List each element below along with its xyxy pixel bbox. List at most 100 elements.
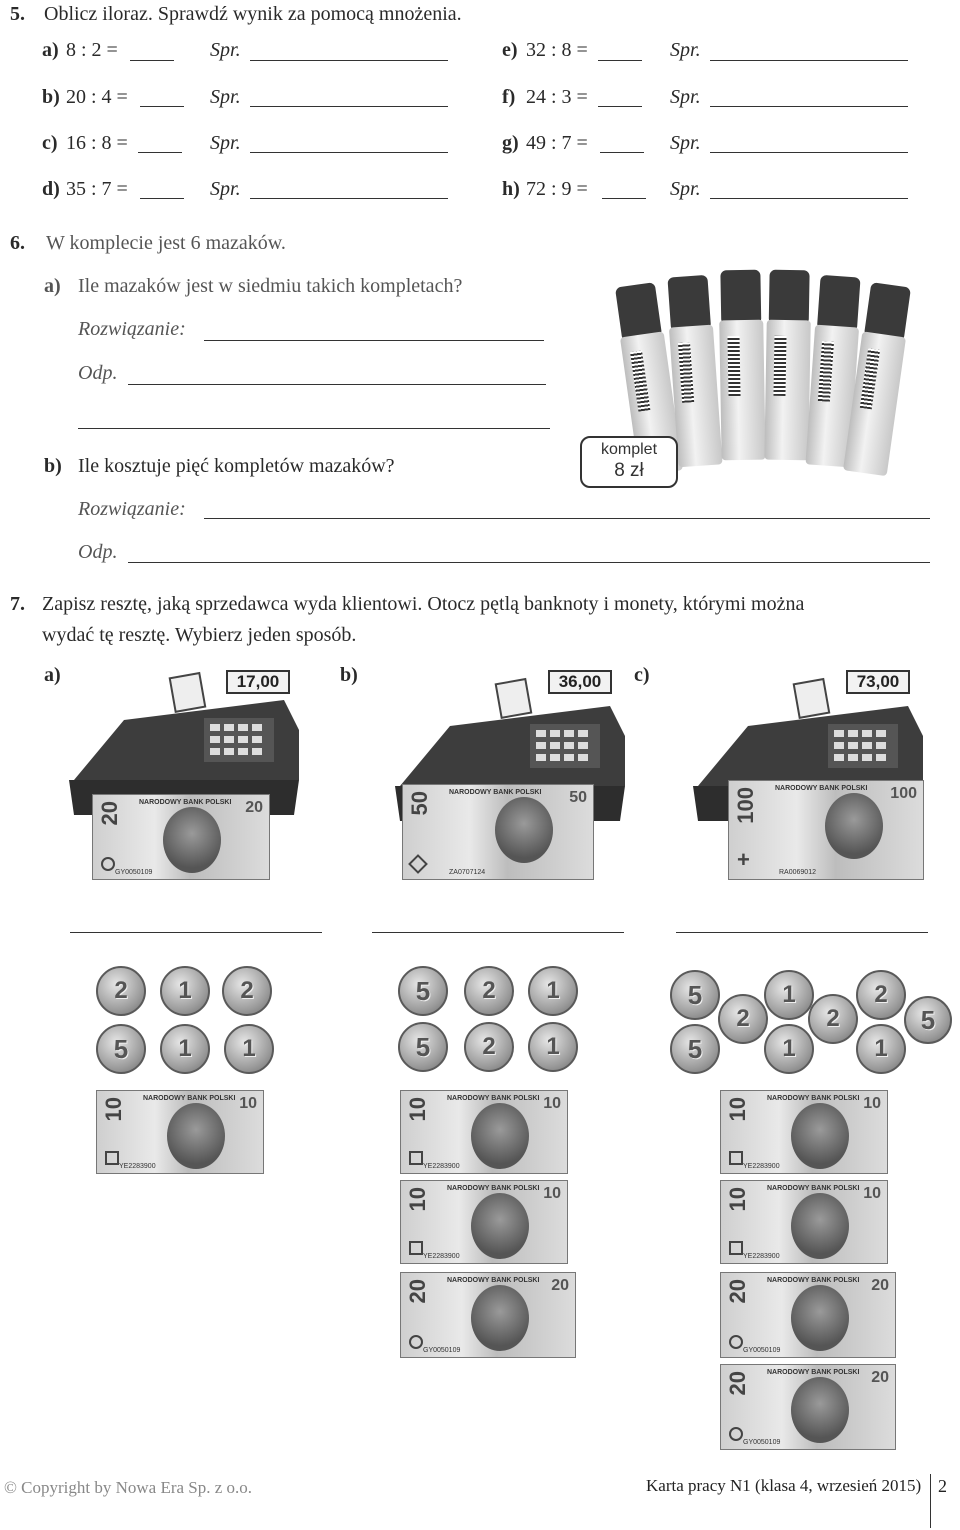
answer-line-continued[interactable]	[78, 428, 550, 429]
banknote[interactable]: 10 10 NARODOWY BANK POLSKI YE2283900	[720, 1090, 888, 1174]
banknote-square-mark	[729, 1241, 743, 1255]
register-display-a: 17,00	[226, 670, 290, 694]
bank-name: NARODOWY BANK POLSKI	[767, 1185, 860, 1192]
banknote-serial: ZA0707124	[449, 869, 486, 876]
check-line[interactable]	[250, 198, 448, 199]
change-answer-line-c[interactable]	[676, 932, 928, 933]
bank-name: NARODOWY BANK POLSKI	[143, 1095, 236, 1102]
answer-line[interactable]	[602, 198, 646, 199]
coin[interactable]: 2	[718, 994, 768, 1044]
change-answer-line-b[interactable]	[372, 932, 624, 933]
solution-line[interactable]	[204, 340, 544, 341]
banknote[interactable]: 10 10 NARODOWY BANK POLSKI YE2283900	[720, 1180, 888, 1264]
banknote[interactable]: 10 10 NARODOWY BANK POLSKI YE2283900	[400, 1090, 568, 1174]
answer-line[interactable]	[128, 562, 930, 563]
banknote-value: 20	[725, 1279, 750, 1304]
paid-banknote-b: 50 50 NARODOWY BANK POLSKI ZA0707124	[402, 784, 594, 880]
coin[interactable]: 2	[464, 1022, 514, 1072]
register-display-c: 73,00	[846, 670, 910, 694]
coin[interactable]: 5	[670, 970, 720, 1020]
item-label: h)	[502, 178, 520, 200]
exercise-7-instruction-line1: Zapisz resztę, jaką sprzedawca wyda klie…	[42, 593, 805, 615]
coin[interactable]: 2	[464, 966, 514, 1016]
banknote[interactable]: 20 20 NARODOWY BANK POLSKI GY0050109	[400, 1272, 576, 1358]
answer-line[interactable]	[140, 106, 184, 107]
banknote[interactable]: 20 20 NARODOWY BANK POLSKI GY0050109	[720, 1272, 896, 1358]
coin[interactable]: 2	[808, 994, 858, 1044]
check-line[interactable]	[710, 198, 908, 199]
exercise-7-number: 7.	[10, 593, 25, 615]
banknote-circle-mark	[729, 1427, 743, 1441]
coin[interactable]: 1	[528, 1022, 578, 1072]
check-line[interactable]	[250, 60, 448, 61]
answer-label: Odp.	[78, 362, 118, 384]
item-label: d)	[42, 178, 60, 200]
coin[interactable]: 1	[764, 1024, 814, 1074]
answer-line[interactable]	[598, 106, 642, 107]
price-tag-title: komplet	[600, 441, 658, 458]
banknote-serial: YE2283900	[423, 1253, 460, 1260]
exercise-6a-label: a)	[44, 275, 61, 297]
marker-image	[764, 269, 811, 461]
exercise-6-number: 6.	[10, 232, 25, 254]
banknote-value: 100	[890, 785, 917, 802]
coin[interactable]: 5	[670, 1024, 720, 1074]
banknote-serial: GY0050109	[743, 1439, 781, 1446]
coin[interactable]: 1	[224, 1024, 274, 1074]
coin[interactable]: 2	[96, 966, 146, 1016]
change-answer-line-a[interactable]	[70, 932, 322, 933]
coin[interactable]: 5	[398, 966, 448, 1016]
banknote-value: 10	[725, 1187, 750, 1212]
coin[interactable]: 1	[160, 1024, 210, 1074]
banknote-value: 20	[245, 799, 263, 816]
check-line[interactable]	[710, 106, 908, 107]
banknote-square-mark	[409, 1241, 423, 1255]
coin[interactable]: 5	[398, 1022, 448, 1072]
answer-line[interactable]	[600, 152, 644, 153]
bank-name: NARODOWY BANK POLSKI	[447, 1185, 540, 1192]
coin[interactable]: 2	[222, 966, 272, 1016]
exercise-6-intro: W komplecie jest 6 mazaków.	[46, 232, 286, 254]
answer-line[interactable]	[140, 198, 184, 199]
check-line[interactable]	[250, 152, 448, 153]
banknote-value: 100	[733, 787, 758, 824]
check-label: Spr.	[670, 132, 701, 154]
coin[interactable]: 1	[764, 970, 814, 1020]
banknote-cross-mark: +	[737, 847, 750, 872]
coin[interactable]: 5	[96, 1024, 146, 1074]
banknote-serial: YE2283900	[743, 1253, 780, 1260]
coin[interactable]: 5	[904, 996, 952, 1044]
answer-line[interactable]	[128, 384, 546, 385]
exercise-7c-label: c)	[634, 664, 650, 686]
check-line[interactable]	[710, 60, 908, 61]
item-label: a)	[42, 39, 59, 61]
answer-line[interactable]	[130, 60, 174, 61]
portrait-image	[495, 797, 553, 863]
answer-line[interactable]	[598, 60, 642, 61]
solution-line[interactable]	[204, 518, 930, 519]
item-expression: 72 : 9 =	[526, 178, 588, 200]
coin[interactable]: 1	[528, 966, 578, 1016]
item-expression: 32 : 8 =	[526, 39, 588, 61]
banknote[interactable]: 20 20 NARODOWY BANK POLSKI GY0050109	[720, 1364, 896, 1450]
exercise-6b-question: Ile kosztuje pięć kompletów mazaków?	[78, 455, 395, 477]
marker-image	[718, 269, 766, 461]
bank-name: NARODOWY BANK POLSKI	[767, 1095, 860, 1102]
banknote[interactable]: 10 10 NARODOWY BANK POLSKI YE2283900	[96, 1090, 264, 1174]
coin[interactable]: 1	[856, 1024, 906, 1074]
banknote[interactable]: 10 10 NARODOWY BANK POLSKI YE2283900	[400, 1180, 568, 1264]
bank-name: NARODOWY BANK POLSKI	[447, 1277, 540, 1284]
check-line[interactable]	[250, 106, 448, 107]
exercise-7b-label: b)	[340, 664, 358, 686]
check-label: Spr.	[210, 86, 241, 108]
footer-worksheet-title: Karta pracy N1 (klasa 4, wrzesień 2015)	[646, 1476, 922, 1495]
coin[interactable]: 2	[856, 970, 906, 1020]
price-tag: komplet 8 zł	[580, 436, 678, 488]
banknote-serial: RA0069012	[779, 869, 816, 876]
check-label: Spr.	[210, 132, 241, 154]
register-display-b: 36,00	[548, 670, 612, 694]
answer-line[interactable]	[138, 152, 182, 153]
check-line[interactable]	[710, 152, 908, 153]
coin[interactable]: 1	[160, 966, 210, 1016]
banknote-square-mark	[729, 1151, 743, 1165]
